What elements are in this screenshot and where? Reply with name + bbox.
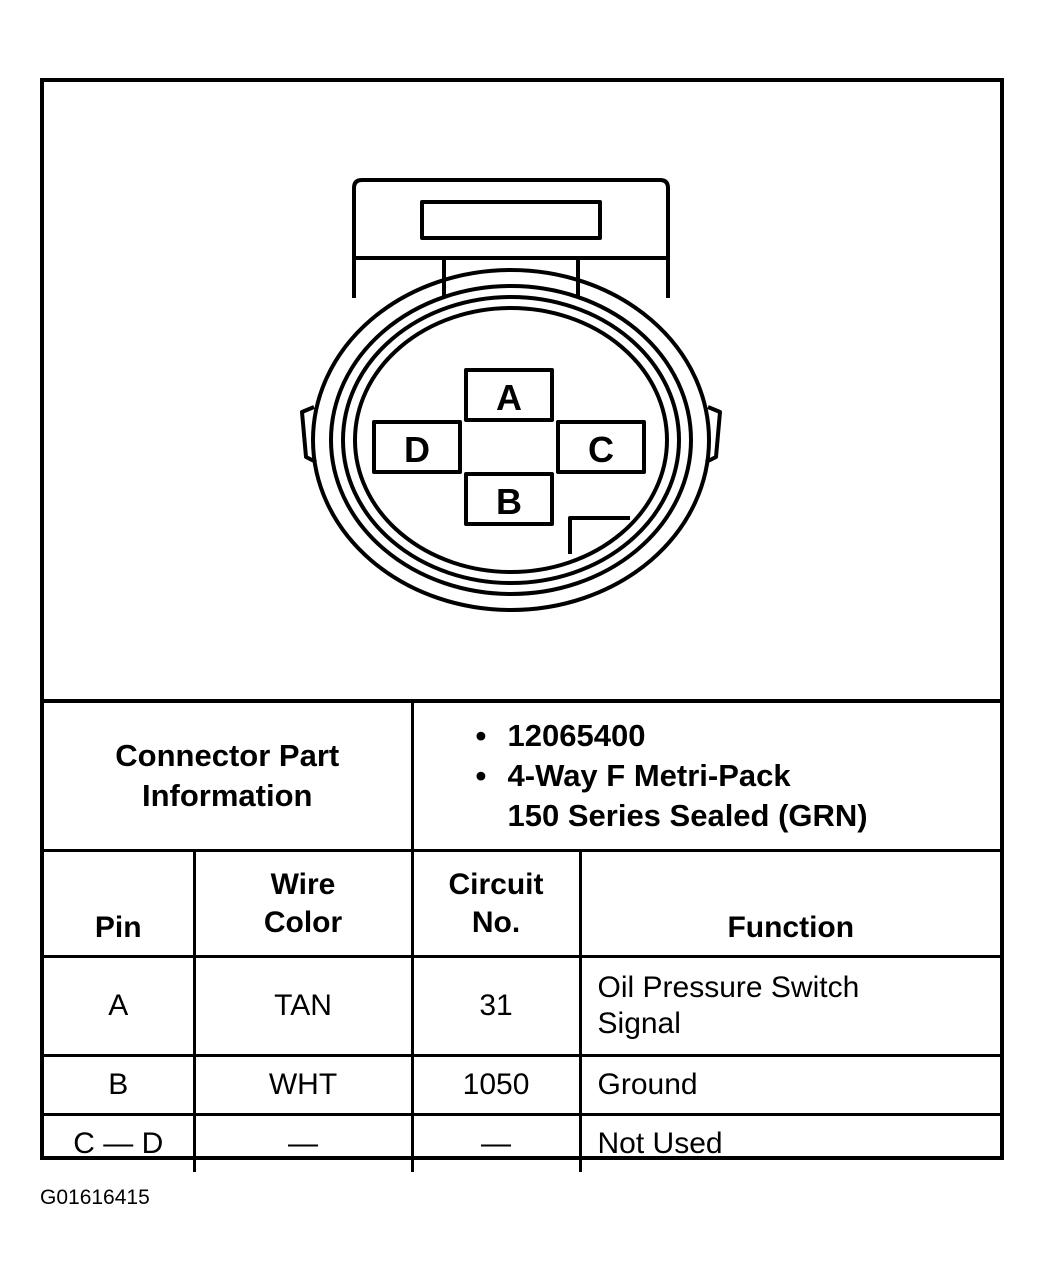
connector-shell-outer [311,268,711,612]
part-info-row: Connector Part Information • 12065400 • … [44,703,1001,852]
part-info-label: Connector Part Information [44,703,414,852]
circuit-cell: 1050 [410,1054,582,1116]
pin-label-c: C [588,429,614,470]
wire-color-cell: WHT [192,1054,414,1116]
header-function: Function [578,849,1001,958]
connector-pinout-table: Connector Part Information • 12065400 • … [44,703,1001,1172]
pin-label-a: A [496,377,522,418]
wire-color-cell: — [192,1113,414,1172]
latch-window [420,200,602,240]
keying-notch [568,516,630,554]
connector-face-view: A B C D [44,82,1000,703]
pin-cavity-d [372,420,462,474]
part-number-bullet: • 12065400 [475,718,646,753]
pin-cavity-b [464,472,554,526]
pin-label-b: B [496,481,522,522]
pin-label-d: D [404,429,430,470]
connector-latch [352,178,670,298]
figure-id: G01616415 [40,1186,150,1209]
connector-seal [341,295,681,585]
connector-type-bullet: • 4-Way F Metri-Pack 150 Series Sealed (… [475,758,868,833]
part-info-values: • 12065400 • 4-Way F Metri-Pack 150 Seri… [410,703,1001,852]
wire-color-cell: TAN [192,955,414,1057]
function-cell: Ground [578,1054,1001,1116]
function-cell: Not Used [578,1113,1001,1172]
pin-cell: A [44,955,196,1057]
table-row: B WHT 1050 Ground [44,1054,1001,1116]
table-row: C — D — — Not Used [44,1113,1001,1172]
pin-cavity-a [464,368,554,422]
connector-diagram-frame: A B C D Connector Part Information • 120… [40,78,1004,1172]
circuit-cell: 31 [410,955,582,1057]
pin-cell: C — D [44,1113,196,1172]
pin-cavity-c [556,420,646,474]
connector-face-drawing: A B C D [300,178,722,612]
header-pin: Pin [44,849,196,958]
circuit-cell: — [410,1113,582,1172]
pin-cell: B [44,1054,196,1116]
